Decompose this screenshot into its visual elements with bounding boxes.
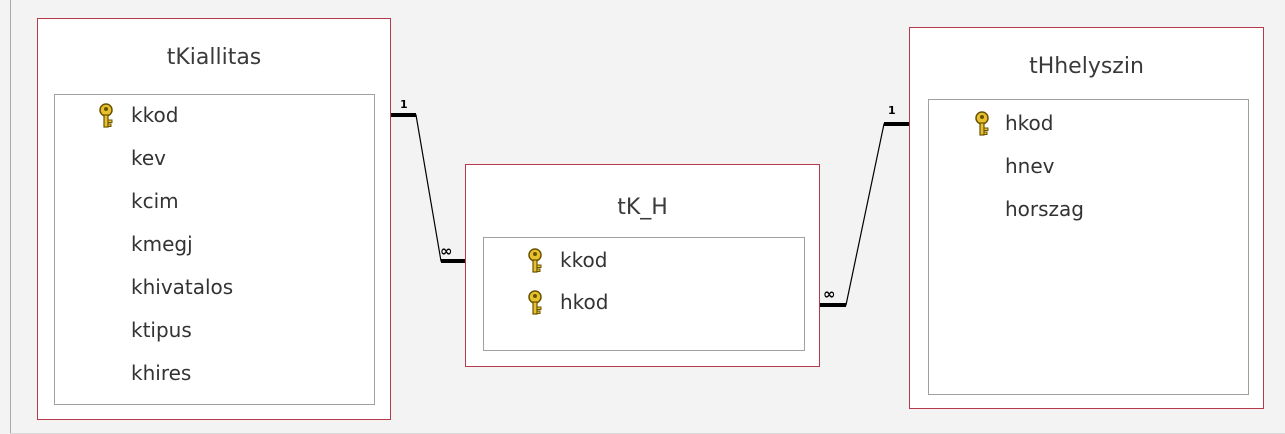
table-title[interactable]: tHhelyszin <box>1029 54 1144 79</box>
canvas-left-border <box>10 0 11 434</box>
key-icon <box>528 290 542 315</box>
field-name: kkod <box>560 248 608 272</box>
key-icon <box>528 248 542 273</box>
field-row[interactable]: ktipus <box>55 312 374 352</box>
field-name: khires <box>131 361 192 385</box>
key-icon <box>975 111 989 136</box>
key-icon <box>99 103 113 128</box>
field-row[interactable]: horszag <box>929 191 1248 231</box>
field-row[interactable]: hkod <box>929 105 1248 145</box>
relationship-line-kiallitas-kh[interactable] <box>390 114 465 262</box>
relationship-line-helyszin-kh[interactable] <box>819 123 910 306</box>
field-row[interactable]: hnev <box>929 148 1248 188</box>
cardinality-many-label-left: ∞ <box>440 242 453 260</box>
field-name: kcim <box>131 189 179 213</box>
field-name: kmegj <box>131 232 193 256</box>
table-tk-h[interactable]: tK_H kkod hk <box>465 164 820 367</box>
field-row[interactable]: hkod <box>484 284 804 324</box>
field-name: hnev <box>1005 154 1055 178</box>
field-name: ktipus <box>131 318 192 342</box>
table-title[interactable]: tK_H <box>617 195 668 220</box>
field-list[interactable]: kkod hkod <box>483 237 805 351</box>
field-row[interactable]: kkod <box>55 97 374 137</box>
field-list[interactable]: hkod hnev horszag <box>928 99 1249 395</box>
field-row[interactable]: kev <box>55 140 374 180</box>
field-row[interactable]: kkod <box>484 242 804 282</box>
field-name: horszag <box>1005 197 1085 221</box>
cardinality-one-label-left: 1 <box>400 98 408 111</box>
cardinality-one-label-right: 1 <box>888 104 896 117</box>
field-name: hkod <box>560 290 609 314</box>
field-row[interactable]: kmegj <box>55 226 374 266</box>
field-row[interactable]: khivatalos <box>55 269 374 309</box>
table-title[interactable]: tKiallitas <box>166 45 262 70</box>
field-row[interactable]: kcim <box>55 183 374 223</box>
table-tkiallitas[interactable]: tKiallitas kkod kev kcim kmegj <box>37 18 391 420</box>
field-name: hkod <box>1005 111 1054 135</box>
field-name: khivatalos <box>131 275 234 299</box>
table-thhelyszin[interactable]: tHhelyszin hkod hnev horszag <box>909 27 1264 409</box>
field-name: kev <box>131 146 167 170</box>
field-list[interactable]: kkod kev kcim kmegj khivatalos ktipus kh… <box>54 94 375 405</box>
field-name: kkod <box>131 103 179 127</box>
cardinality-many-label-right: ∞ <box>823 285 836 303</box>
field-row[interactable]: khires <box>55 355 374 395</box>
